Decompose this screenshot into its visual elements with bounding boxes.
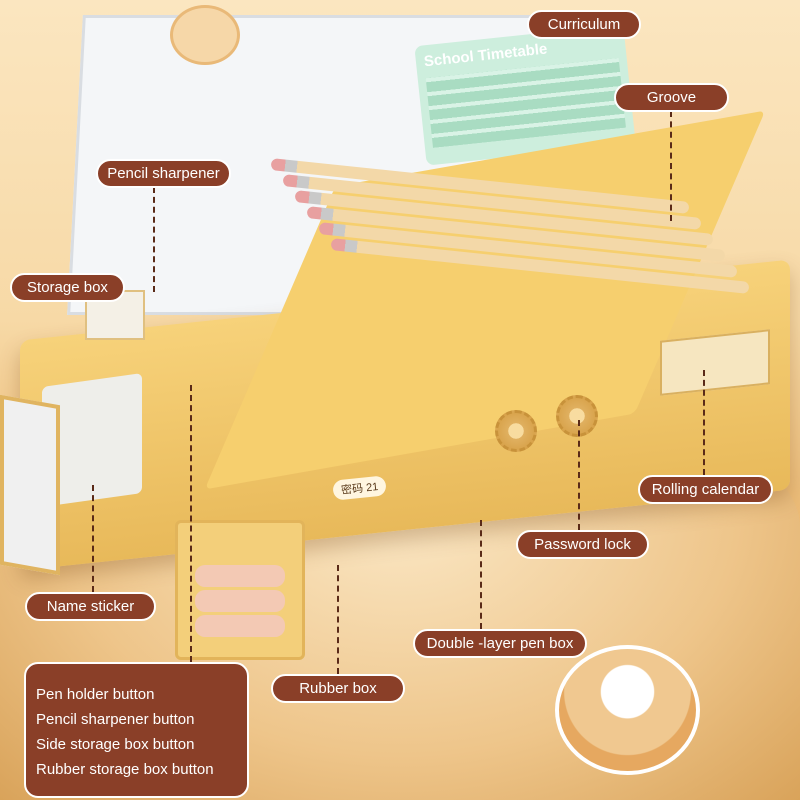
label-curriculum: Curriculum [527,10,641,39]
rolling-calendar [660,329,770,396]
legend-item: Pen holder button [36,686,155,703]
legend-item: Rubber storage box button [36,761,214,778]
pointer-line [480,520,482,629]
label-groove: Groove [614,83,729,112]
pointer-line [670,111,672,221]
eraser [195,590,285,612]
pointer-line [153,187,155,292]
buttons-legend: Pen holder button Pencil sharpener butto… [24,662,249,798]
eraser [195,565,285,587]
name-sticker [0,394,60,576]
pointer-line [190,385,192,662]
pencils [270,158,750,294]
legend-item: Pencil sharpener button [36,711,195,728]
password-dial-1[interactable] [495,410,537,452]
label-rolling-calendar: Rolling calendar [638,475,773,504]
label-storage-box: Storage box [10,273,125,302]
pointer-line [92,485,94,592]
label-double-layer-pen-box: Double -layer pen box [413,629,587,658]
label-password-lock: Password lock [516,530,649,559]
timetable-title: School Timetable [423,40,549,71]
bear-figure [170,5,240,65]
label-name-sticker: Name sticker [25,592,156,621]
pointer-line [703,370,705,475]
pointer-line [337,565,339,674]
legend-item: Side storage box button [36,736,195,753]
pointer-line [578,420,580,530]
password-dial-2[interactable] [556,395,598,437]
label-pencil-sharpener: Pencil sharpener [96,159,231,188]
eraser [195,615,285,637]
pancake-sticker [555,645,700,775]
label-rubber-box: Rubber box [271,674,405,703]
